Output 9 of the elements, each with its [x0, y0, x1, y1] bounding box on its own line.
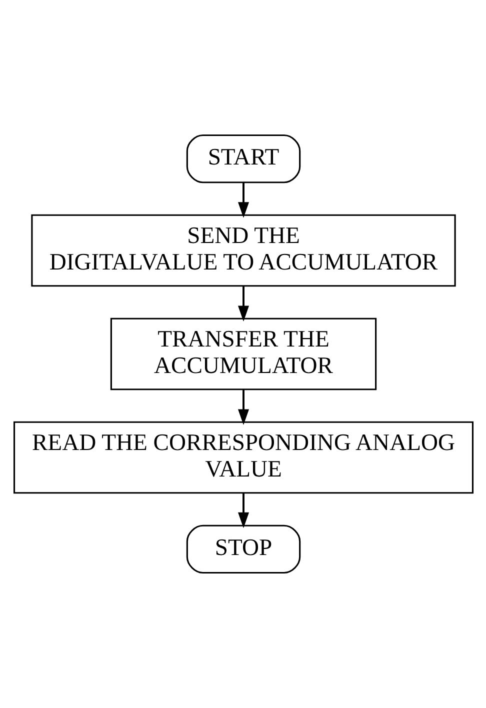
arrow	[238, 492, 248, 528]
node-box: TRANSFER THE ACCUMULATOR	[110, 318, 376, 390]
node-box: SEND THE DIGITALVALUE TO ACCUMULATOR	[30, 214, 456, 287]
arrow	[238, 182, 248, 218]
arrow	[238, 389, 248, 426]
node-box: STOP	[186, 524, 300, 574]
arrow	[238, 286, 248, 322]
node-box: READ THE CORRESPONDING ANALOG VALUE	[12, 421, 474, 494]
node-box: START	[186, 134, 300, 184]
